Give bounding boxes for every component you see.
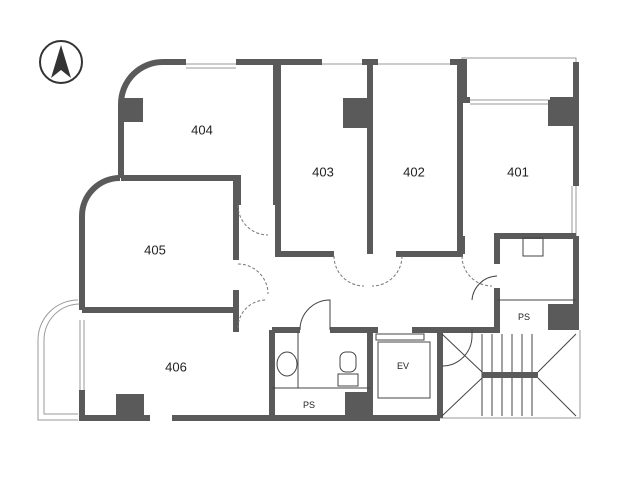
room-406-label: 406	[165, 359, 187, 375]
room-402-label: 402	[403, 164, 425, 180]
door-swings	[237, 204, 493, 329]
north-arrow-icon	[39, 40, 83, 84]
stair-landing-wall	[482, 372, 538, 378]
ps-toilet-label: PS	[302, 400, 316, 410]
room-404-label: 404	[191, 122, 213, 138]
elevator-label: EV	[396, 361, 410, 371]
room-401-label: 401	[507, 164, 529, 180]
walls	[79, 59, 579, 421]
room-405-label: 405	[144, 242, 166, 258]
ps-401-label: PS	[517, 312, 531, 322]
columns	[116, 98, 576, 418]
room-403-label: 403	[312, 164, 334, 180]
